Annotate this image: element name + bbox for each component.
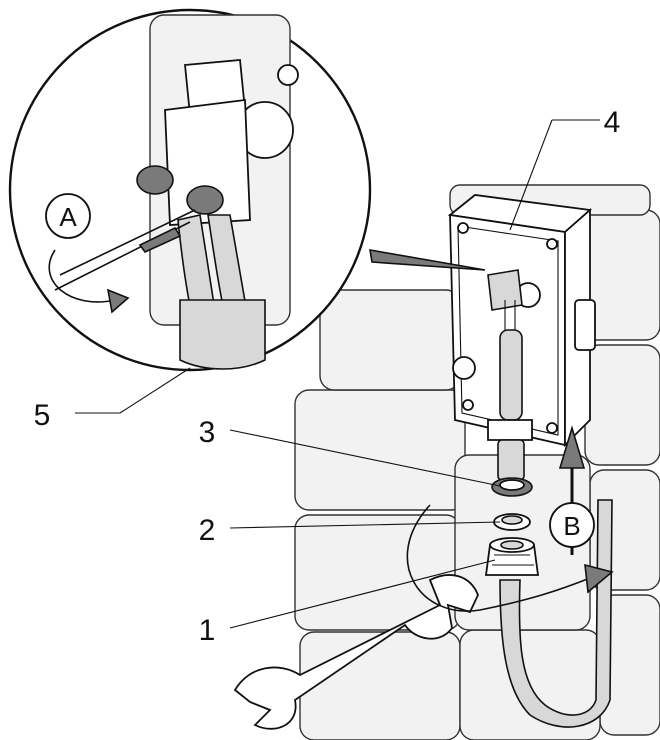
callout-1: 1 xyxy=(199,614,216,647)
marker-b-letter: B xyxy=(563,511,580,541)
callout-2: 2 xyxy=(199,514,216,547)
supply-cable xyxy=(499,499,613,728)
callout-3: 3 xyxy=(199,416,216,449)
callout-5: 5 xyxy=(34,399,51,432)
open-end-wrench xyxy=(233,574,479,730)
callout-4: 4 xyxy=(604,106,621,139)
marker-b: B xyxy=(549,502,595,548)
detail-magnifier xyxy=(8,8,486,372)
leader-lines xyxy=(75,119,600,629)
junction-box xyxy=(447,194,596,448)
tighten-arrow xyxy=(406,504,614,612)
marker-a-letter: A xyxy=(59,202,77,232)
marker-a: A xyxy=(45,193,130,314)
